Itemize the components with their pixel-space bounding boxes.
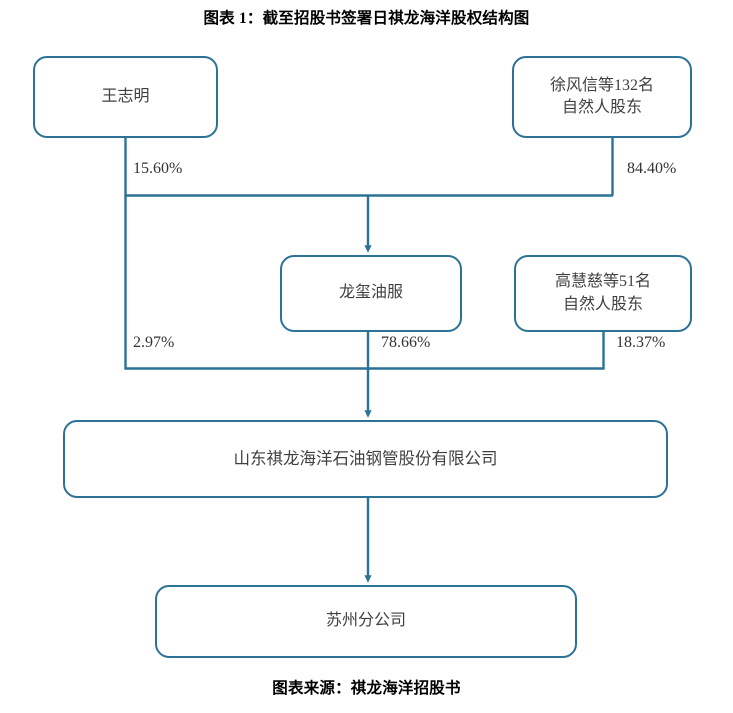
node-longxi-youfu[interactable]: 龙玺油服 [280, 255, 462, 332]
node-xufengxin-shareholders[interactable]: 徐风信等132名 自然人股东 [512, 56, 692, 138]
node-wangzhiming-label: 王志明 [101, 87, 150, 105]
node-wangzhiming[interactable]: 王志明 [33, 56, 218, 138]
node-main-company[interactable]: 山东祺龙海洋石油钢管股份有限公司 [63, 420, 668, 498]
node-longxi-youfu-label: 龙玺油服 [338, 284, 403, 302]
node-main-company-label: 山东祺龙海洋石油钢管股份有限公司 [233, 448, 498, 468]
edge-label-wangzhiming-to-main: 2.97% [133, 334, 175, 351]
edge-label-longxi-to-main: 78.66% [381, 334, 431, 351]
edge-wangzhiming-bus [124, 138, 613, 197]
node-gaohuici-label: 高慧慈等51名 自然人股东 [554, 273, 651, 313]
edge-label-wangzhiming-to-longxi: 15.60% [133, 160, 183, 177]
edge-label-xufengxin-to-longxi: 84.40% [627, 160, 677, 177]
edge-label-gaohuici-to-main: 18.37% [616, 334, 666, 351]
node-suzhou-branch[interactable]: 苏州分公司 [155, 585, 577, 658]
page-title: 图表 1：截至招股书签署日祺龙海洋股权结构图 [203, 10, 530, 27]
node-gaohuici-shareholders[interactable]: 高慧慈等51名 自然人股东 [514, 255, 692, 332]
chart-source-note: 图表来源：祺龙海洋招股书 [272, 680, 461, 697]
node-xufengxin-label: 徐风信等132名 自然人股东 [549, 76, 654, 116]
node-suzhou-branch-label: 苏州分公司 [325, 612, 406, 630]
